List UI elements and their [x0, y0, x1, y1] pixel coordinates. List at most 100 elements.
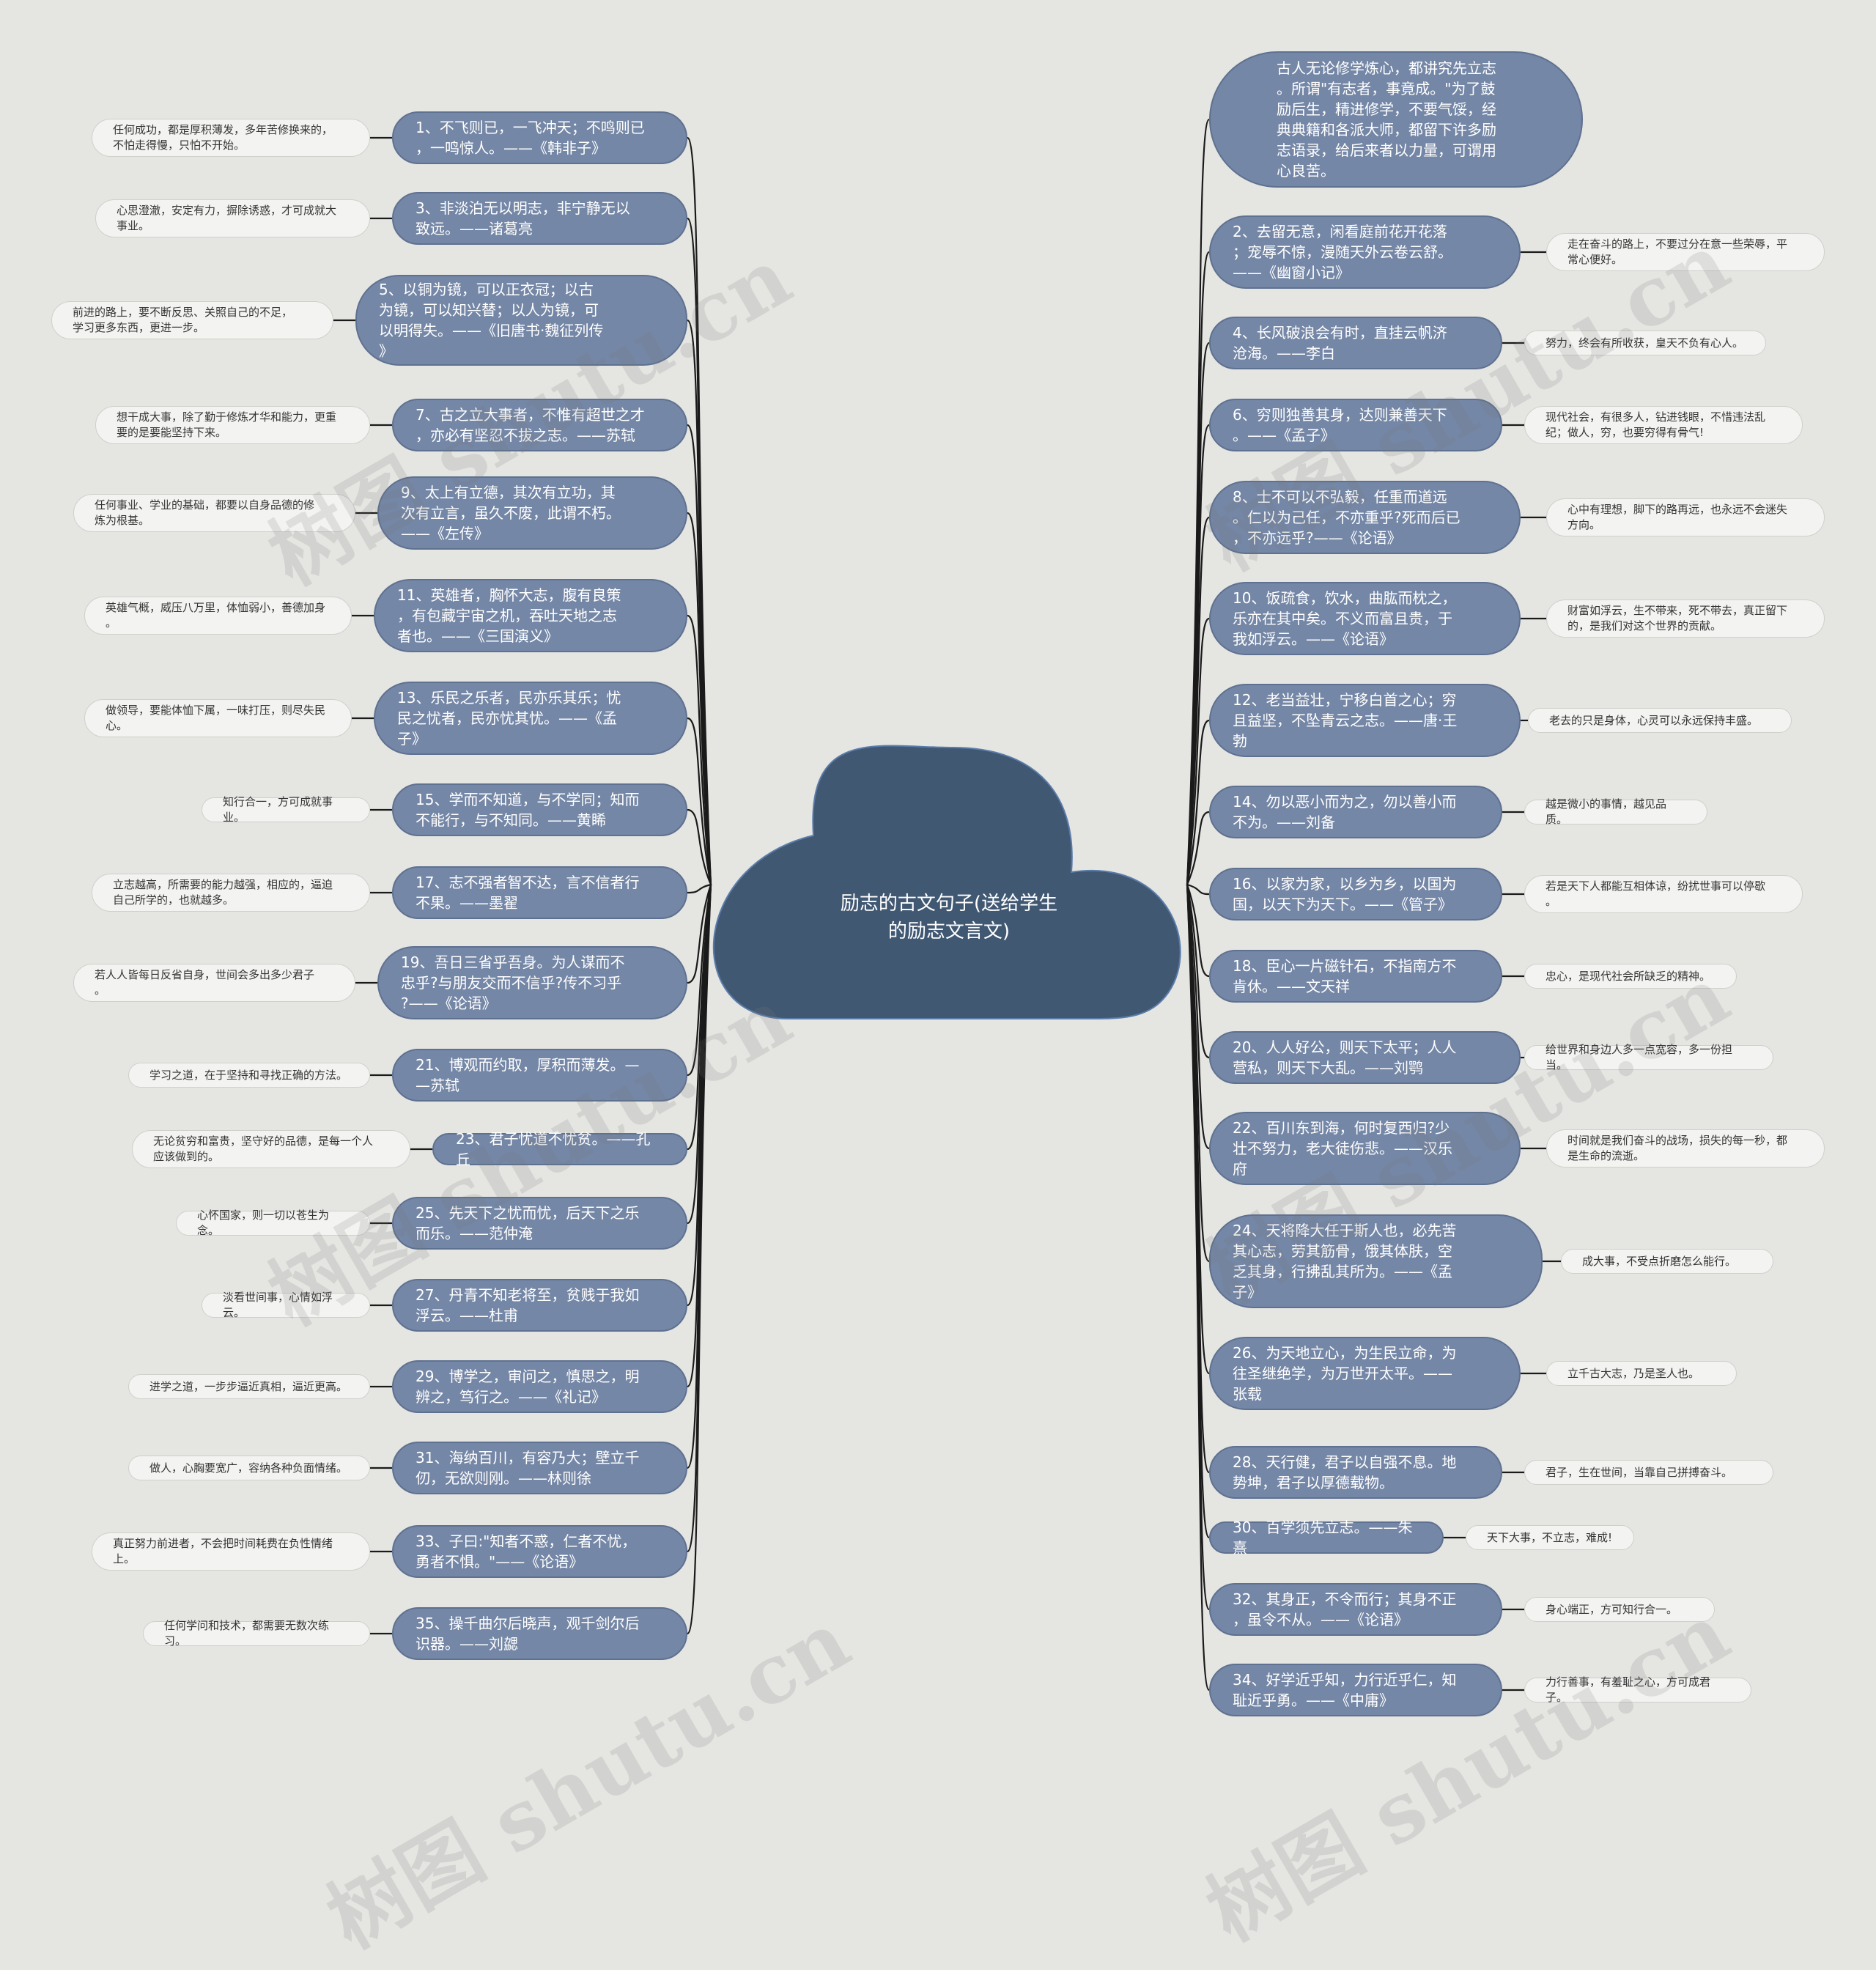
topic-node-right-label: 30、百学须先立志。——朱熹	[1233, 1519, 1413, 1557]
note-leaf-right[interactable]: 天下大事，不立志，难成!	[1466, 1525, 1634, 1550]
note-leaf-left[interactable]: 任何成功，都是厚积薄发，多年苦修换来的， 不怕走得慢，只怕不开始。	[92, 119, 370, 157]
note-leaf-right[interactable]: 时间就是我们奋斗的战场，损失的每一秒，都 是生命的流逝。	[1546, 1129, 1825, 1167]
topic-node-right-label: 6、穷则独善其身，达则兼善天下 。——《孟子》	[1233, 406, 1447, 444]
topic-node-left[interactable]: 15、学而不知道，与不学同；知而 不能行，与不知同。——黄睎	[392, 783, 687, 836]
topic-node-left[interactable]: 13、乐民之乐者，民亦乐其乐；忧 民之忧者，民亦忧其忧。——《孟 子》	[374, 682, 687, 755]
topic-node-right[interactable]: 12、老当益壮，宁移白首之心；穷 且益坚，不坠青云之志。——唐·王 勃	[1209, 684, 1521, 757]
topic-node-right[interactable]: 6、穷则独善其身，达则兼善天下 。——《孟子》	[1209, 399, 1502, 451]
note-leaf-left[interactable]: 心怀国家，则一切以苍生为念。	[176, 1209, 370, 1237]
note-leaf-left[interactable]: 知行合一，方可成就事业。	[202, 795, 370, 824]
topic-node-left-label: 23、君子忧道不忧贫。——孔丘	[456, 1130, 651, 1168]
note-leaf-left-label: 进学之道，一步步逼近真相，逼近更高。	[149, 1379, 348, 1393]
topic-node-left[interactable]: 29、博学之，审问之，慎思之，明 辨之，笃行之。——《礼记》	[392, 1360, 687, 1413]
topic-node-right[interactable]: 32、其身正，不令而行；其身不正 ，虽令不从。——《论语》	[1209, 1583, 1502, 1636]
note-leaf-right[interactable]: 走在奋斗的路上，不要过分在意一些荣辱，平 常心便好。	[1546, 233, 1825, 271]
topic-node-right[interactable]: 2、去留无意，闲看庭前花开花落 ；宠辱不惊，漫随天外云卷云舒。 ——《幽窗小记》	[1209, 215, 1521, 289]
note-leaf-right[interactable]: 财富如浮云，生不带来，死不带去，真正留下 的，是我们对这个世界的贡献。	[1546, 600, 1825, 638]
topic-node-left[interactable]: 1、不飞则已，一飞冲天；不鸣则已 ，一鸣惊人。——《韩非子》	[392, 111, 687, 164]
note-leaf-right[interactable]: 立千古大志，乃是圣人也。	[1546, 1361, 1737, 1386]
topic-node-right[interactable]: 4、长风破浪会有时，直挂云帆济 沧海。——李白	[1209, 317, 1502, 369]
note-leaf-left[interactable]: 任何事业、学业的基础，都要以自身品德的修 炼为根基。	[73, 494, 355, 532]
topic-node-right[interactable]: 8、士不可以不弘毅，任重而道远 。仁以为己任，不亦重乎?死而后已 ，不亦远乎?—…	[1209, 481, 1521, 554]
note-leaf-left[interactable]: 真正努力前进者，不会把时间耗费在负性情绪 上。	[92, 1532, 370, 1571]
topic-node-left[interactable]: 31、海纳百川，有容乃大；壁立千 仞，无欲则刚。——林则徐	[392, 1442, 687, 1494]
note-leaf-left[interactable]: 做人，心胸要宽广，容纳各种负面情绪。	[128, 1456, 370, 1480]
connector-line	[1186, 884, 1211, 1692]
note-leaf-left[interactable]: 淡看世间事，心情如浮云。	[202, 1291, 370, 1319]
connector-line	[687, 883, 712, 894]
note-leaf-right[interactable]: 现代社会，有很多人，钻进钱眼，不惜违法乱 纪；做人，穷，也要穷得有骨气!	[1524, 406, 1803, 444]
topic-node-right[interactable]: 10、饭疏食，饮水，曲肱而枕之， 乐亦在其中矣。不义而富且贵，于 我如浮云。——…	[1209, 582, 1521, 655]
note-leaf-right[interactable]: 心中有理想，脚下的路再远，也永远不会迷失 方向。	[1546, 498, 1825, 536]
note-leaf-right-label: 财富如浮云，生不带来，死不带去，真正留下 的，是我们对这个世界的贡献。	[1567, 604, 1788, 632]
note-leaf-right[interactable]: 努力，终会有所收获，皇天不负有心人。	[1524, 331, 1766, 355]
topic-node-right[interactable]: 28、天行健，君子以自强不息。地 势坤，君子以厚德载物。	[1209, 1446, 1502, 1499]
topic-node-right[interactable]: 16、以家为家，以乡为乡，以国为 国，以天下为天下。——《管子》	[1209, 868, 1502, 921]
note-leaf-right[interactable]: 力行善事，有羞耻之心，方可成君子。	[1524, 1675, 1751, 1704]
topic-node-left[interactable]: 35、操千曲尔后晓声，观千剑尔后 识器。——刘勰	[392, 1607, 687, 1660]
note-leaf-left[interactable]: 立志越高，所需要的能力越强，相应的，逼迫 自己所学的，也就越多。	[92, 874, 370, 912]
note-leaf-left[interactable]: 任何学问和技术，都需要无数次练习。	[143, 1619, 370, 1648]
topic-node-right[interactable]: 18、臣心一片磁针石，不指南方不 肯休。——文天祥	[1209, 950, 1502, 1003]
center-cloud[interactable]	[0, 0, 1876, 1769]
note-leaf-left[interactable]: 英雄气概，威压八万里，体恤弱小，善德加身 。	[84, 597, 352, 635]
topic-node-left-label: 5、以铜为镜，可以正衣冠；以古 为镜，可以知兴替；以人为镜，可 以明得失。——《…	[379, 281, 604, 360]
topic-node-right[interactable]: 24、天将降大任于斯人也，必先苦 其心志，劳其筋骨，饿其体肤，空 乏其身，行拂乱…	[1209, 1214, 1543, 1308]
note-leaf-right-label: 身心端正，方可知行合一。	[1546, 1602, 1678, 1616]
note-leaf-right[interactable]: 越是微小的事情，越见品质。	[1524, 797, 1707, 826]
topic-node-right-label: 4、长风破浪会有时，直挂云帆济 沧海。——李白	[1233, 324, 1447, 362]
topic-node-left[interactable]: 23、君子忧道不忧贫。——孔丘	[432, 1130, 687, 1168]
note-leaf-left-label: 知行合一，方可成就事业。	[223, 795, 333, 824]
topic-node-left-label: 21、博观而约取，厚积而薄发。— —苏轼	[416, 1056, 640, 1094]
topic-node-left[interactable]: 21、博观而约取，厚积而薄发。— —苏轼	[392, 1049, 687, 1102]
note-leaf-left[interactable]: 心思澄澈，安定有力，摒除诱惑，才可成就大 事业。	[95, 199, 370, 237]
note-leaf-left[interactable]: 前进的路上，要不断反思、关照自己的不足， 学习更多东西，更进一步。	[51, 301, 333, 339]
topic-node-right-label: 8、士不可以不弘毅，任重而道远 。仁以为己任，不亦重乎?死而后已 ，不亦远乎?—…	[1233, 488, 1460, 547]
topic-node-left[interactable]: 5、以铜为镜，可以正衣冠；以古 为镜，可以知兴替；以人为镜，可 以明得失。——《…	[355, 275, 687, 366]
note-leaf-right-label: 君子，生在世间，当靠自己拼搏奋斗。	[1546, 1465, 1733, 1479]
topic-node-right[interactable]: 20、人人好公，则天下太平；人人 营私，则天下大乱。——刘鹗	[1209, 1031, 1521, 1084]
note-leaf-left[interactable]: 若人人皆每日反省自身，世间会多出多少君子 。	[73, 964, 355, 1002]
note-leaf-left[interactable]: 无论贫穷和富贵，坚守好的品德，是每一个人 应该做到的。	[132, 1130, 410, 1168]
note-leaf-left[interactable]: 做领导，要能体恤下属，一味打压，则尽失民 心。	[84, 699, 352, 737]
note-leaf-right[interactable]: 给世界和身边人多一点宽容，多一份担当。	[1524, 1043, 1773, 1071]
note-leaf-right[interactable]: 君子，生在世间，当靠自己拼搏奋斗。	[1524, 1460, 1773, 1485]
topic-node-left[interactable]: 27、丹青不知老将至，贫贱于我如 浮云。——杜甫	[392, 1279, 687, 1332]
connector-line	[1186, 811, 1210, 885]
topic-node-right-label: 22、百川东到海，何时复西归?少 壮不努力，老大徒伤悲。——汉乐 府	[1233, 1119, 1452, 1178]
connector-line	[687, 614, 712, 885]
topic-node-left-label: 17、志不强者智不达，言不信者行 不果。——墨翟	[416, 874, 640, 912]
topic-node-left[interactable]: 7、古之立大事者，不惟有超世之才 ，亦必有坚忍不拔之志。——苏轼	[392, 399, 687, 451]
topic-node-right-label: 14、勿以恶小而为之，勿以善小而 不为。——刘备	[1233, 793, 1457, 831]
connector-line	[687, 512, 712, 885]
note-leaf-left[interactable]: 进学之道，一步步逼近真相，逼近更高。	[128, 1374, 370, 1399]
note-leaf-left[interactable]: 想干成大事，除了勤于修炼才华和能力，更重 要的是要能坚持下来。	[95, 406, 370, 444]
topic-node-left[interactable]: 9、太上有立德，其次有立功，其 次有立言，虽久不废，此谓不朽。 ——《左传》	[377, 476, 687, 550]
note-leaf-right[interactable]: 身心端正，方可知行合一。	[1524, 1597, 1715, 1622]
note-leaf-left[interactable]: 学习之道，在于坚持和寻找正确的方法。	[128, 1063, 370, 1088]
topic-node-right[interactable]: 34、好学近乎知，力行近乎仁，知 耻近乎勇。——《中庸》	[1209, 1664, 1502, 1716]
connector-line	[1186, 516, 1210, 885]
topic-node-left[interactable]: 17、志不强者智不达，言不信者行 不果。——墨翟	[392, 866, 687, 919]
note-leaf-left-label: 真正努力前进者，不会把时间耗费在负性情绪 上。	[113, 1537, 333, 1565]
connector-line	[1186, 424, 1210, 885]
topic-node-right-label: 32、其身正，不令而行；其身不正 ，虽令不从。——《论语》	[1233, 1590, 1457, 1628]
topic-node-right[interactable]: 26、为天地立心，为生民立命，为 往圣继绝学，为万世开太平。—— 张载	[1209, 1337, 1521, 1410]
note-leaf-right[interactable]: 成大事，不受点折磨怎么能行。	[1561, 1249, 1773, 1274]
topic-node-left-label: 29、博学之，审问之，慎思之，明 辨之，笃行之。——《礼记》	[416, 1368, 640, 1406]
topic-node-left[interactable]: 33、子曰:"知者不惑，仁者不忧， 勇者不惧。"——《论语》	[392, 1525, 687, 1578]
note-leaf-right[interactable]: 忠心，是现代社会所缺乏的精神。	[1524, 964, 1737, 989]
topic-node-right[interactable]: 22、百川东到海，何时复西归?少 壮不努力，老大徒伤悲。——汉乐 府	[1209, 1112, 1521, 1185]
topic-node-left[interactable]: 19、吾日三省乎吾身。为人谋而不 忠乎?与朋友交而不信乎?传不习乎 ?——《论语…	[377, 946, 687, 1019]
topic-node-right[interactable]: 30、百学须先立志。——朱熹	[1209, 1519, 1444, 1557]
topic-node-left[interactable]: 11、英雄者，胸怀大志，腹有良策 ，有包藏宇宙之机，吞吐天地之志 者也。——《三…	[374, 579, 687, 652]
topic-node-right[interactable]: 14、勿以恶小而为之，勿以善小而 不为。——刘备	[1209, 786, 1502, 838]
topic-node-right[interactable]: 古人无论修学炼心，都讲究先立志 。所谓"有志者，事竟成。"为了鼓 励后生，精进修…	[1209, 51, 1583, 188]
topic-node-left[interactable]: 25、先天下之忧而忧，后天下之乐 而乐。——范仲淹	[392, 1197, 687, 1250]
topic-node-left[interactable]: 3、非淡泊无以明志，非宁静无以 致远。——诸葛亮	[392, 192, 687, 245]
note-leaf-right[interactable]: 老去的只是身体，心灵可以永远保持丰盛。	[1528, 708, 1792, 733]
note-leaf-right-label: 现代社会，有很多人，钻进钱眼，不惜违法乱 纪；做人，穷，也要穷得有骨气!	[1546, 410, 1766, 439]
note-leaf-right[interactable]: 若是天下人都能互相体谅，纷扰世事可以停歇 。	[1524, 875, 1803, 913]
note-leaf-left-label: 想干成大事，除了勤于修炼才华和能力，更重 要的是要能坚持下来。	[117, 410, 337, 439]
